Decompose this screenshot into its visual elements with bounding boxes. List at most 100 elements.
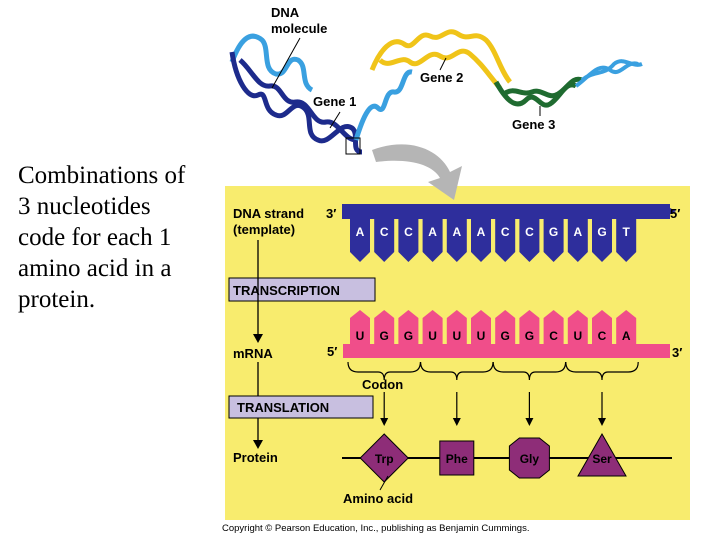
amino-acid-label: Ser: [592, 452, 612, 466]
mrna-base-letter: U: [356, 329, 365, 343]
mrna-base-letter: G: [501, 329, 510, 343]
mrna-base-tab: [567, 310, 588, 345]
helix-segment-gene2: [369, 29, 512, 84]
helix-segment-gene1: [229, 51, 363, 155]
dna-base-letter: T: [623, 225, 631, 239]
pointer-amino-acid: [379, 475, 389, 491]
amino-acid-label: Gly: [520, 452, 540, 466]
amino-acid-label: Trp: [375, 452, 394, 466]
mrna-base-letter: U: [477, 329, 486, 343]
mrna-base-letter: U: [452, 329, 461, 343]
dna-base-tab: [422, 218, 443, 262]
pointer-gene-1: [329, 111, 341, 129]
dna-strand-right-cap: [662, 204, 676, 219]
caption-line-3: code for each 1: [18, 224, 172, 251]
dna-base-tab: [543, 218, 564, 262]
label-mrna: mRNA: [233, 346, 273, 361]
label-dna-5prime: 5′: [670, 206, 680, 221]
dna-molecule-helix: [229, 29, 643, 155]
helix-segment-gene1-b: [238, 58, 357, 143]
dna-base-letter: A: [428, 225, 437, 239]
flow-arrowhead-bottom: [253, 440, 263, 449]
codon-arrowhead: [598, 418, 606, 426]
helix-segment-light-right-b: [580, 59, 643, 82]
helix-segment-light-mid: [353, 69, 413, 141]
label-gene-3: Gene 3: [512, 117, 555, 132]
label-gene-2: Gene 2: [420, 70, 463, 85]
mrna-base-letter: A: [622, 329, 631, 343]
copyright-notice: Copyright © Pearson Education, Inc., pub…: [222, 523, 530, 534]
label-dna-3prime: 3′: [326, 206, 336, 221]
selection-box: [345, 137, 361, 155]
caption: Combinations of 3 nucleotides code for e…: [18, 160, 258, 315]
caption-line-5: protein.: [18, 286, 96, 313]
mrna-base-letter: G: [525, 329, 534, 343]
codon-brace: [420, 361, 494, 381]
dna-base-letter: C: [501, 225, 510, 239]
transcription-box: [228, 277, 376, 302]
pointer-dna-molecule: [271, 37, 301, 89]
amino-acid-square: [439, 440, 475, 476]
dna-base-tab: [398, 218, 419, 262]
dna-strand-bar: [342, 204, 670, 219]
dna-base-tab: [519, 218, 540, 262]
label-protein: Protein: [233, 450, 278, 465]
dna-base-letter: C: [525, 225, 534, 239]
mrna-base-tab: [446, 310, 467, 345]
helix-segment-gene3-b: [502, 76, 583, 99]
label-dna-strand: DNA strand: [233, 206, 304, 221]
translation-box: [228, 395, 374, 419]
mrna-base-tab: [592, 310, 612, 345]
caption-line-1: Combinations of: [18, 162, 186, 189]
label-codon: Codon: [362, 377, 403, 392]
codon-braces: [347, 361, 639, 426]
dna-base-tab: [495, 218, 516, 262]
mrna-base-letter: U: [428, 329, 437, 343]
mrna-base-tab: [350, 310, 370, 345]
label-translation: TRANSLATION: [237, 400, 329, 415]
mrna-base-tab: [616, 310, 637, 345]
dna-base-tab: [616, 218, 637, 262]
mrna-base-letter: G: [380, 329, 389, 343]
label-mrna-5prime: 5′: [327, 344, 337, 359]
dna-base-letter: G: [597, 225, 606, 239]
dna-base-tab: [592, 218, 612, 262]
helix-segment-gene2-b: [378, 48, 502, 90]
mrna-bar: [343, 344, 670, 358]
mrna-base-letter: G: [404, 329, 413, 343]
helix-segment-light-left: [229, 33, 314, 93]
mrna-base-tab: [519, 310, 540, 345]
label-gene-1: Gene 1: [313, 94, 356, 109]
flow-arrowhead-top: [253, 334, 263, 343]
mrna-base-tab: [374, 310, 395, 345]
label-dna-molecule-2: molecule: [271, 21, 327, 36]
codon-brace: [347, 361, 421, 381]
dna-base-tab: [350, 218, 370, 262]
dna-base-letter: C: [404, 225, 413, 239]
dna-base-letter: G: [549, 225, 558, 239]
mrna-base-tab: [398, 310, 419, 345]
codon-arrowhead: [525, 418, 534, 426]
mrna-base-letter: U: [573, 329, 582, 343]
caption-line-4: amino acid in a: [18, 255, 172, 282]
pointer-gene-2: [439, 57, 447, 71]
amino-acid-hexagon: [508, 437, 550, 479]
label-transcription: TRANSCRIPTION: [233, 283, 340, 298]
mrna-base-tab: [495, 310, 516, 345]
label-template: (template): [233, 222, 295, 237]
codon-arrowhead: [380, 418, 389, 426]
label-amino-acid: Amino acid: [343, 491, 413, 506]
dna-base-tab: [471, 218, 491, 262]
label-dna-molecule-1: DNA: [271, 5, 300, 20]
dna-base-letter: A: [477, 225, 486, 239]
zoom-arrow: [372, 144, 462, 200]
mrna-base-letter: C: [598, 329, 607, 343]
codon-arrowhead: [452, 418, 461, 426]
dna-base-letter: A: [356, 225, 365, 239]
mrna-base-tab: [422, 310, 443, 345]
mrna-base-tab: [471, 310, 491, 345]
